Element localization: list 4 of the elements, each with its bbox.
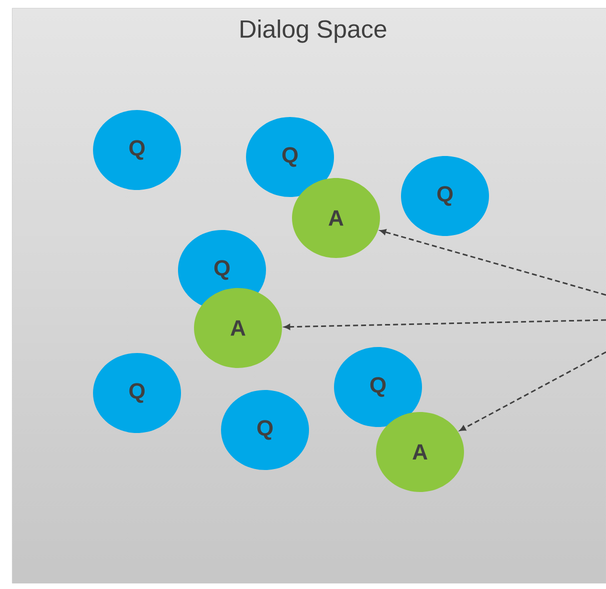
arrow [284,319,606,330]
title: Dialog Space [240,20,386,43]
arrow [460,351,606,432]
arrow [380,229,606,296]
